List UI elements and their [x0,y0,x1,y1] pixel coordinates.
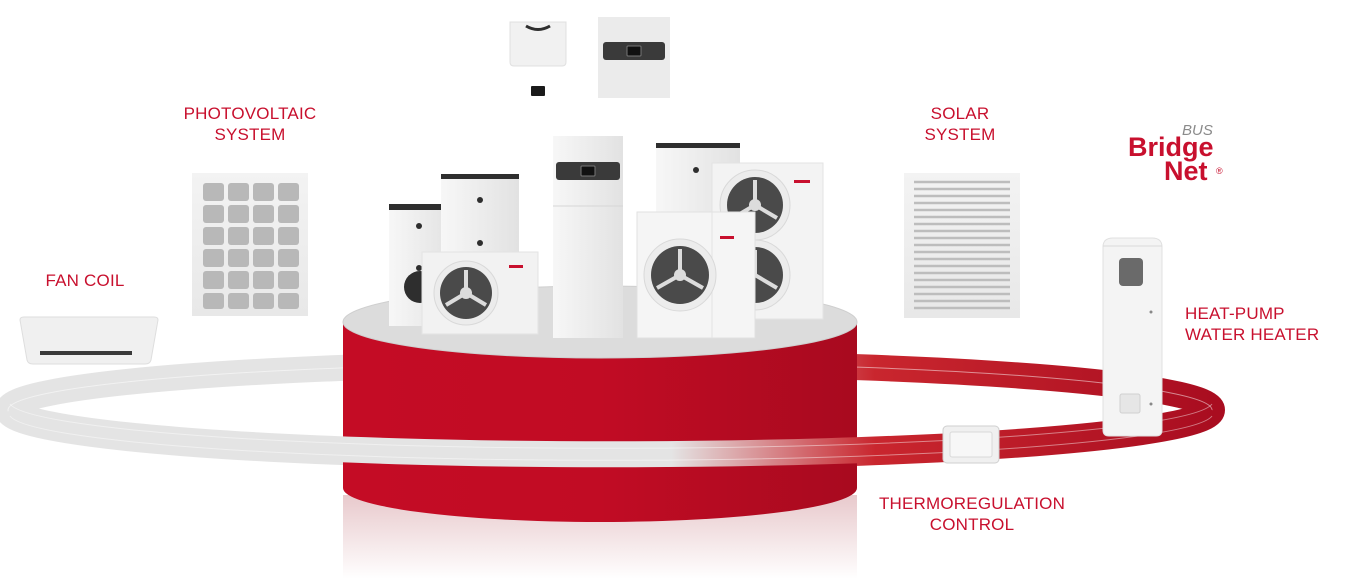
solar-label-line1: SOLAR [930,104,990,123]
solar-collector-icon [904,173,1020,318]
medium-heat-pump-unit-icon [636,211,756,339]
heat-pump-label-line1: HEAT-PUMP [1185,304,1285,323]
solar-system-label: SOLAR SYSTEM [900,103,1020,145]
logo-net-text: Net [1164,156,1208,186]
bridgenet-bus-logo: BUS Bridge Net ® [1120,122,1230,188]
photovoltaic-label-line2: SYSTEM [214,125,286,144]
photovoltaic-system-label: PHOTOVOLTAIC SYSTEM [150,103,350,145]
thermoregulation-control-label: THERMOREGULATION CONTROL [855,493,1089,535]
photovoltaic-panel-icon [192,173,308,316]
fan-coil-label: FAN COIL [45,271,125,290]
wall-boiler-icon [509,21,567,67]
fan-coil-icon [19,316,159,365]
logo-bus-text: BUS [1182,122,1213,139]
photovoltaic-label-line1: PHOTOVOLTAIC [183,104,317,123]
thermoregulation-label-line1: THERMOREGULATION [878,494,1066,513]
heat-pump-label-line2: WATER HEATER [1185,325,1320,344]
heat-pump-unit-icon [421,251,539,335]
logo-bridge-text: Bridge [1128,132,1214,162]
remote-sensor-icon [531,86,545,96]
wall-controller-icon [598,17,670,98]
solar-label-line2: SYSTEM [924,125,996,144]
thermostat-icon [942,425,1000,464]
indoor-hydronic-unit-icon [553,136,623,338]
logo-registered-mark: ® [1216,166,1223,176]
water-heater-icon [1102,237,1163,437]
thermoregulation-label-line2: CONTROL [929,515,1015,534]
heat-pump-water-heater-label: HEAT-PUMP WATER HEATER [1185,303,1319,345]
